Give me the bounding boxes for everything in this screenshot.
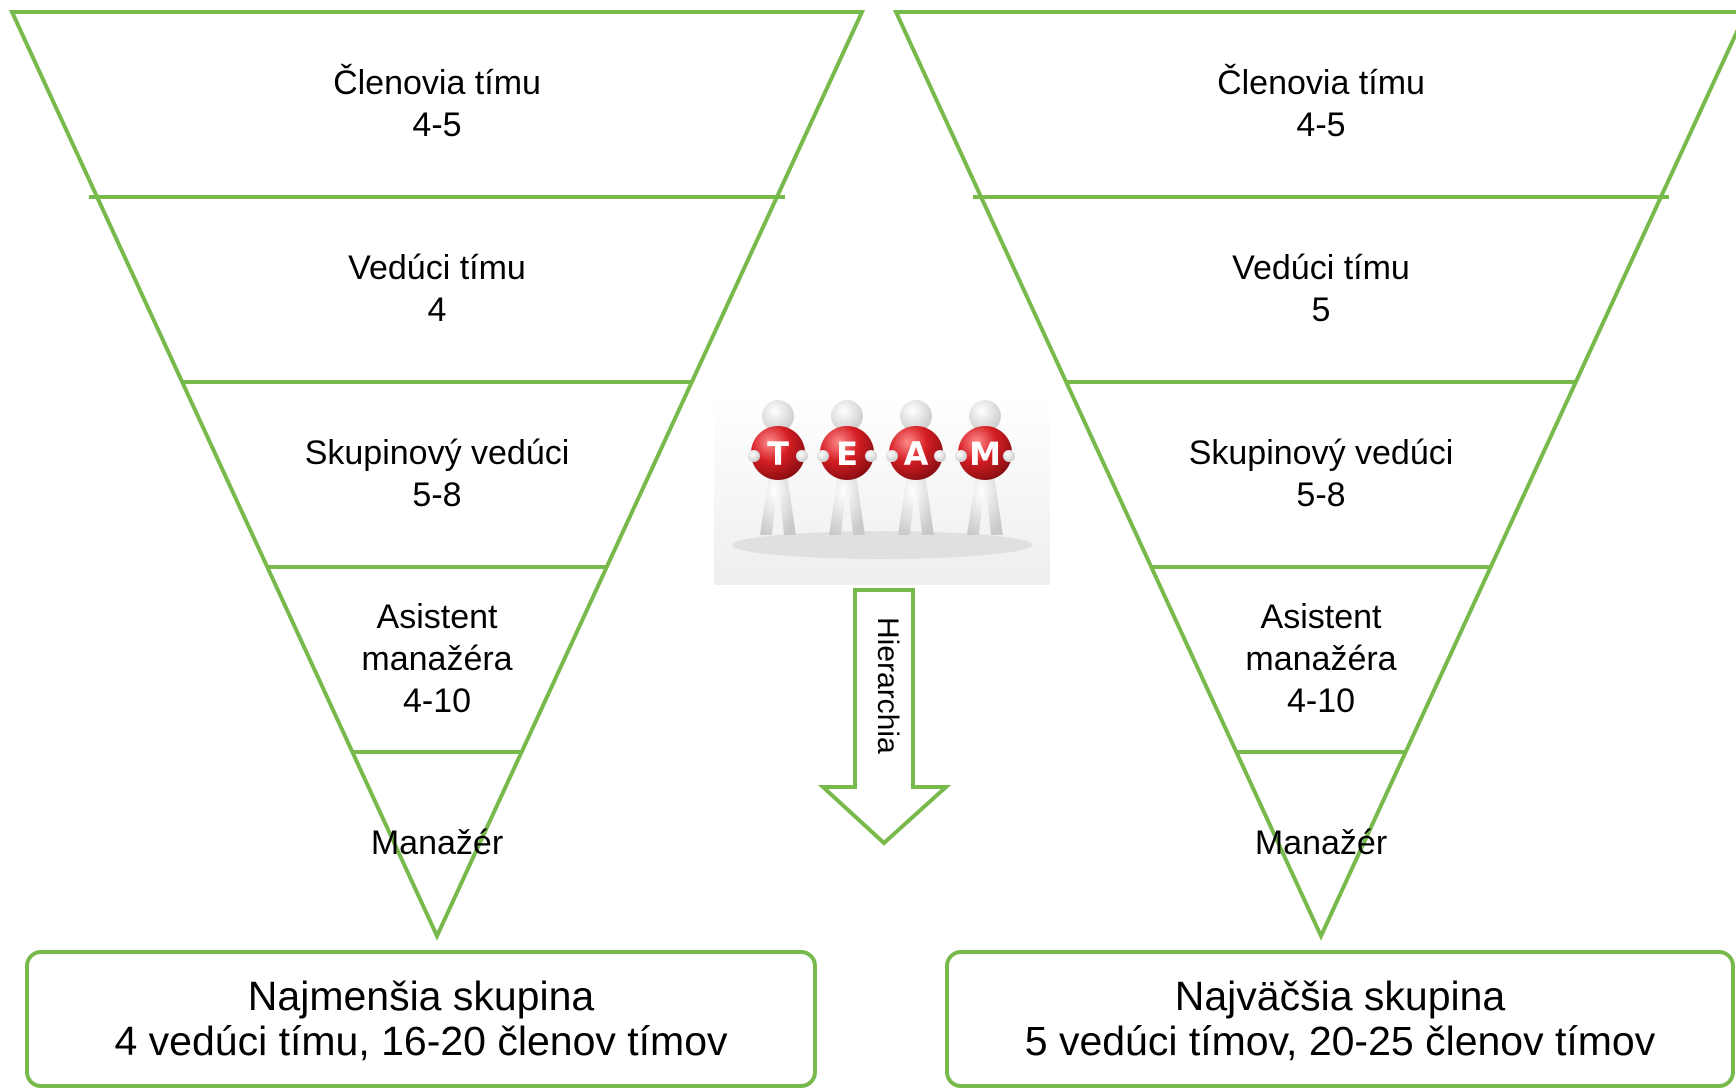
left-level-4-text: Asistent manažéra 4-10 [361, 596, 512, 722]
figure-hand [1003, 450, 1015, 462]
figure-legs [898, 468, 934, 535]
left-level-2-value: 4 [427, 291, 447, 329]
figure-head [831, 400, 863, 432]
left-summary-line2: 4 vedúci tímu, 16-20 členov tímov [114, 1018, 728, 1064]
figure-hand [955, 450, 967, 462]
figure-hand [817, 450, 829, 462]
figure-hand [886, 450, 898, 462]
team-ball [889, 426, 943, 480]
team-figure: A [886, 400, 946, 535]
team-ball [751, 426, 805, 480]
left-pyramid [8, 10, 866, 941]
right-level-2-text: Vedúci tímu 5 [1232, 247, 1410, 331]
team-ball-letter: M [969, 435, 1001, 473]
team-figure: T [748, 400, 808, 535]
left-level-3-value: 5-8 [412, 476, 462, 514]
figure-legs [760, 468, 796, 535]
figure-hand [796, 450, 808, 462]
right-level-4-label-line2: manažéra [1245, 640, 1397, 678]
figure-hand [865, 450, 877, 462]
left-summary-line1: Najmenšia skupina [247, 973, 595, 1019]
right-level-5-label: Manažér [1254, 824, 1388, 862]
left-summary-box: Najmenšia skupina 4 vedúci tímu, 16-20 č… [25, 950, 817, 1088]
right-pyramid [892, 10, 1736, 941]
right-level-4-label-line1: Asistent [1260, 598, 1382, 636]
left-level-5-label: Manažér [370, 824, 504, 862]
team-figure: E [817, 400, 877, 535]
right-summary-box: Najväčšia skupina 5 vedúci tímov, 20-25 … [945, 950, 1735, 1088]
left-level-5-text: Manažér [371, 822, 503, 864]
figure-hand [748, 450, 760, 462]
figure-head [969, 400, 1001, 432]
figure-legs [829, 468, 865, 535]
left-level-4-value: 4-10 [402, 682, 472, 720]
hierarchy-arrow [817, 588, 952, 846]
right-summary-line1: Najväčšia skupina [1174, 973, 1506, 1019]
right-pyramid-outline [892, 10, 1736, 941]
team-ball [820, 426, 874, 480]
right-level-5-text: Manažér [1255, 822, 1387, 864]
team-figure: M [955, 400, 1015, 535]
right-level-4-value: 4-10 [1286, 682, 1356, 720]
team-ball-letter: A [904, 435, 929, 473]
right-level-4-text: Asistent manažéra 4-10 [1245, 596, 1396, 722]
right-level-1-text: Členovia tímu 4-5 [1217, 62, 1425, 146]
team-ball-letter: T [767, 435, 789, 473]
left-pyramid-outline [8, 10, 866, 941]
team-image-shadow [732, 531, 1032, 559]
right-level-1-label: Členovia tímu [1217, 64, 1425, 102]
hierarchy-arrow-label: Hierarchia [871, 617, 904, 754]
left-level-2-label: Vedúci tímu [348, 249, 526, 287]
left-level-4-label-line1: Asistent [376, 598, 498, 636]
left-level-4-label-line2: manažéra [361, 640, 513, 678]
left-level-1-text: Členovia tímu 4-5 [333, 62, 541, 146]
right-level-3-label: Skupinový vedúci [1188, 434, 1454, 472]
figure-hand [934, 450, 946, 462]
figure-head [762, 400, 794, 432]
left-level-1-label: Členovia tímu [333, 64, 541, 102]
right-level-2-label: Vedúci tímu [1232, 249, 1410, 287]
left-level-3-text: Skupinový vedúci 5-8 [305, 432, 570, 516]
right-summary-line2: 5 vedúci tímov, 20-25 členov tímov [1024, 1018, 1656, 1064]
right-level-1-value: 4-5 [1296, 106, 1346, 144]
right-level-3-value: 5-8 [1296, 476, 1346, 514]
right-level-3-text: Skupinový vedúci 5-8 [1189, 432, 1454, 516]
left-level-2-text: Vedúci tímu 4 [348, 247, 526, 331]
figure-legs [967, 468, 1003, 535]
right-level-2-value: 5 [1311, 291, 1331, 329]
team-ball-letter: E [836, 435, 858, 473]
left-level-3-label: Skupinový vedúci [304, 434, 570, 472]
team-ball [958, 426, 1012, 480]
left-level-1-value: 4-5 [412, 106, 462, 144]
figure-head [900, 400, 932, 432]
